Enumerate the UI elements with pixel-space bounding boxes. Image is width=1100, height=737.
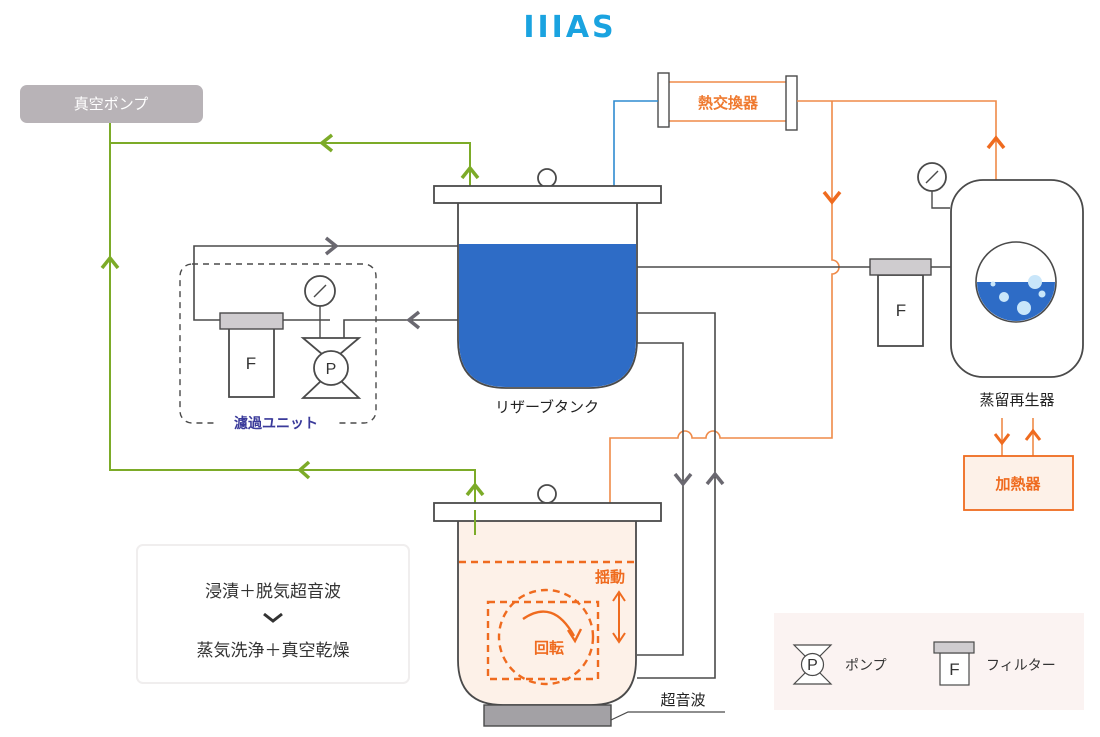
arrow-down-icon (612, 632, 626, 644)
vacuum-lines (100, 123, 485, 530)
legend: P ポンプ F フィルター (774, 613, 1084, 710)
arrow-up-icon (705, 471, 725, 486)
distillation-regenerator: 蒸留再生器 (917, 162, 1084, 409)
heat-exchanger-label: 熱交換器 (698, 94, 759, 112)
heat-exchanger-flange-left (657, 72, 670, 128)
svg-text:F: F (949, 660, 959, 679)
legend-pump: P ポンプ (792, 644, 887, 685)
arrow-up-icon (612, 590, 626, 602)
arrow-left-icon (297, 460, 311, 480)
diagram-title: IIIAS (523, 10, 616, 45)
ultrasonic-callout-line (610, 711, 725, 721)
oscillation-label: 揺動 (595, 568, 625, 586)
heater-box (963, 455, 1074, 511)
arrow-up-icon (100, 255, 120, 270)
pump-icon (313, 350, 349, 386)
steam-line-from-regenerator (797, 100, 997, 180)
ultrasonic-label: 超音波 (660, 691, 705, 709)
regenerator-liquid (977, 282, 1055, 321)
steam-line-to-cleaning-tank (609, 101, 840, 545)
svg-text:P: P (807, 657, 818, 674)
lid-knob (537, 484, 557, 504)
vacuum-line-lower (109, 123, 476, 530)
process-steps-box (136, 544, 410, 684)
supply-line-1 (637, 342, 684, 656)
arrow-up-icon (1024, 428, 1042, 441)
tank-to-pump-line (343, 319, 458, 338)
chevron-down-icon (263, 612, 283, 623)
filter-body (877, 274, 924, 347)
filter-unit: 濾過ユニット F P (179, 263, 377, 432)
heater-label: 加熱器 (994, 475, 1041, 493)
regenerator-label: 蒸留再生器 (979, 391, 1054, 409)
filter-symbol: F (896, 301, 906, 320)
legend-filter-label: フィルター (986, 658, 1056, 674)
arrow-right-icon (324, 236, 339, 256)
rotation-arrow-icon (522, 610, 576, 637)
lid-knob (537, 168, 557, 188)
reserve-tank-liquid (459, 244, 636, 387)
rotation-path (497, 588, 595, 686)
arrow-left-icon (319, 133, 334, 153)
supply-line-2 (637, 312, 716, 679)
reserve-tank-label: リザーブタンク (495, 398, 599, 416)
ultrasonic-transducer (483, 704, 612, 727)
reserve-tank: リザーブタンク (433, 168, 662, 416)
rotation-label: 回転 (534, 639, 564, 657)
process-steps: 浸漬＋脱気超音波 蒸気洗浄＋真空乾燥 (136, 544, 410, 684)
heat-exchanger-flange-right (785, 75, 798, 131)
arrow-down-icon (822, 190, 842, 205)
vacuum-pump-label: 真空ポンプ (74, 95, 149, 113)
filter-unit-label: 濾過ユニット (234, 415, 318, 432)
process-step-1: 浸漬＋脱気超音波 (205, 582, 341, 602)
filter-body (228, 327, 275, 398)
arrow-up-icon (460, 165, 480, 180)
arrow-up-icon (465, 482, 485, 497)
pump-symbol: P (326, 361, 337, 378)
legend-box (774, 613, 1084, 710)
filter-cap (219, 312, 284, 330)
cleaning-tank-lid (433, 502, 662, 522)
basket-outline (486, 600, 600, 681)
arrow-up-icon (986, 135, 1006, 150)
arrow-down-icon (673, 472, 693, 487)
liquid-pipes (193, 236, 952, 679)
vacuum-pump-box (20, 85, 203, 123)
legend-pump-label: ポンプ (845, 658, 887, 674)
reserve-tank-lid (433, 185, 662, 204)
vacuum-pump: 真空ポンプ (20, 85, 203, 123)
process-step-2: 蒸気洗浄＋真空乾燥 (197, 641, 350, 661)
arrow-down-icon (993, 433, 1011, 446)
heater: 加熱器 (963, 418, 1074, 511)
heat-exchanger: 熱交換器 (657, 72, 798, 131)
filter-symbol: F (246, 354, 256, 373)
filter-cap (869, 258, 932, 276)
filter-return-line (193, 245, 458, 321)
cleaning-tank: 回転 揺動 超音波 (433, 484, 725, 727)
arrow-left-icon (406, 310, 421, 330)
vacuum-line-upper (110, 142, 471, 215)
regenerator-filter: F (869, 258, 932, 347)
legend-filter: F フィルター (933, 641, 1056, 686)
